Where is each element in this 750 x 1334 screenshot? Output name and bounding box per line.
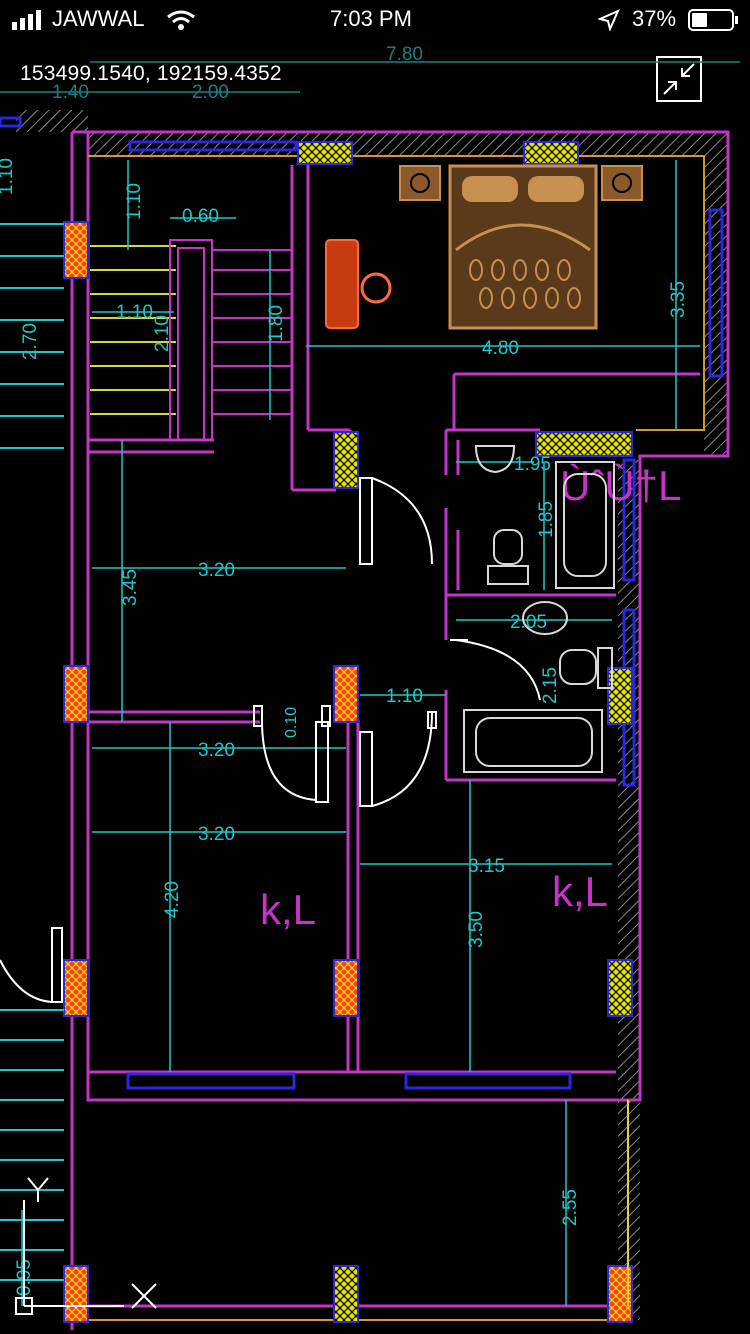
dim-3-20-mid: 3.20 <box>198 740 235 761</box>
dim-door-1-10: 1.10 <box>386 686 423 707</box>
top-dimension-lines <box>0 61 740 93</box>
desk-and-chair <box>325 239 392 329</box>
inner-staircase <box>90 239 292 441</box>
fullscreen-toggle-button[interactable] <box>656 56 702 102</box>
battery-percent: 37% <box>632 6 677 31</box>
bathroom-fixtures <box>463 445 615 773</box>
room-label-bedroom: ÙˆÙ†L <box>560 462 681 509</box>
dim-4-80: 4.80 <box>482 338 519 359</box>
status-bar: JAWWAL 7:03 PM 37% <box>0 0 750 40</box>
dim-2-00: 2.00 <box>192 82 229 103</box>
dim-2-70: 2.70 <box>20 323 41 360</box>
dim-0-60: 0.60 <box>182 206 219 227</box>
dim-2-05: 2.05 <box>510 612 547 633</box>
wifi-icon <box>167 10 195 30</box>
location-arrow-icon <box>598 9 620 31</box>
columns <box>63 141 633 1323</box>
dim-3-35: 3.35 <box>668 281 689 318</box>
doors <box>0 477 541 1003</box>
left-staircase <box>0 223 64 1281</box>
dim-3-20-room: 3.20 <box>198 824 235 845</box>
dim-3-50: 3.50 <box>466 911 487 948</box>
room-label-left: k,L <box>260 886 316 933</box>
room-label-right: k,L <box>552 868 608 915</box>
dim-2-10: 2.10 <box>152 315 173 352</box>
dim-7-80: 7.80 <box>386 44 423 65</box>
dim-1-85: 1.85 <box>536 501 557 538</box>
battery-icon <box>688 9 738 31</box>
dim-1-95: 1.95 <box>514 454 551 475</box>
dim-2-55: 2.55 <box>560 1189 581 1226</box>
dim-3-20-hall: 3.20 <box>198 560 235 581</box>
dim-2-15: 2.15 <box>540 667 561 704</box>
collapse-arrows-icon <box>663 63 695 95</box>
ucs-axis-icon <box>15 1177 157 1315</box>
dim-1-80: 1.80 <box>266 305 287 342</box>
inner-outline <box>88 155 705 1321</box>
carrier-label: JAWWAL <box>52 6 145 31</box>
dim-inner-1-10: 1.10 <box>116 302 153 323</box>
dim-3-45: 3.45 <box>120 569 141 606</box>
dim-4-20: 4.20 <box>162 881 183 918</box>
dim-1-10-vertical: 1.10 <box>124 183 145 220</box>
signal-icon <box>12 10 41 30</box>
clock-label: 7:03 PM <box>330 6 412 31</box>
dim-left-1-10: 1.10 <box>0 158 17 195</box>
wall-lines <box>70 130 730 1330</box>
dim-3-15: 3.15 <box>468 856 505 877</box>
dim-0-10: 0.10 <box>283 707 300 738</box>
coordinate-readout: 153499.1540, 192159.4352 <box>20 62 282 85</box>
double-bed <box>399 164 643 330</box>
windows <box>0 116 724 1090</box>
dimension-lines <box>21 160 700 1306</box>
dim-1-40: 1.40 <box>52 82 89 103</box>
